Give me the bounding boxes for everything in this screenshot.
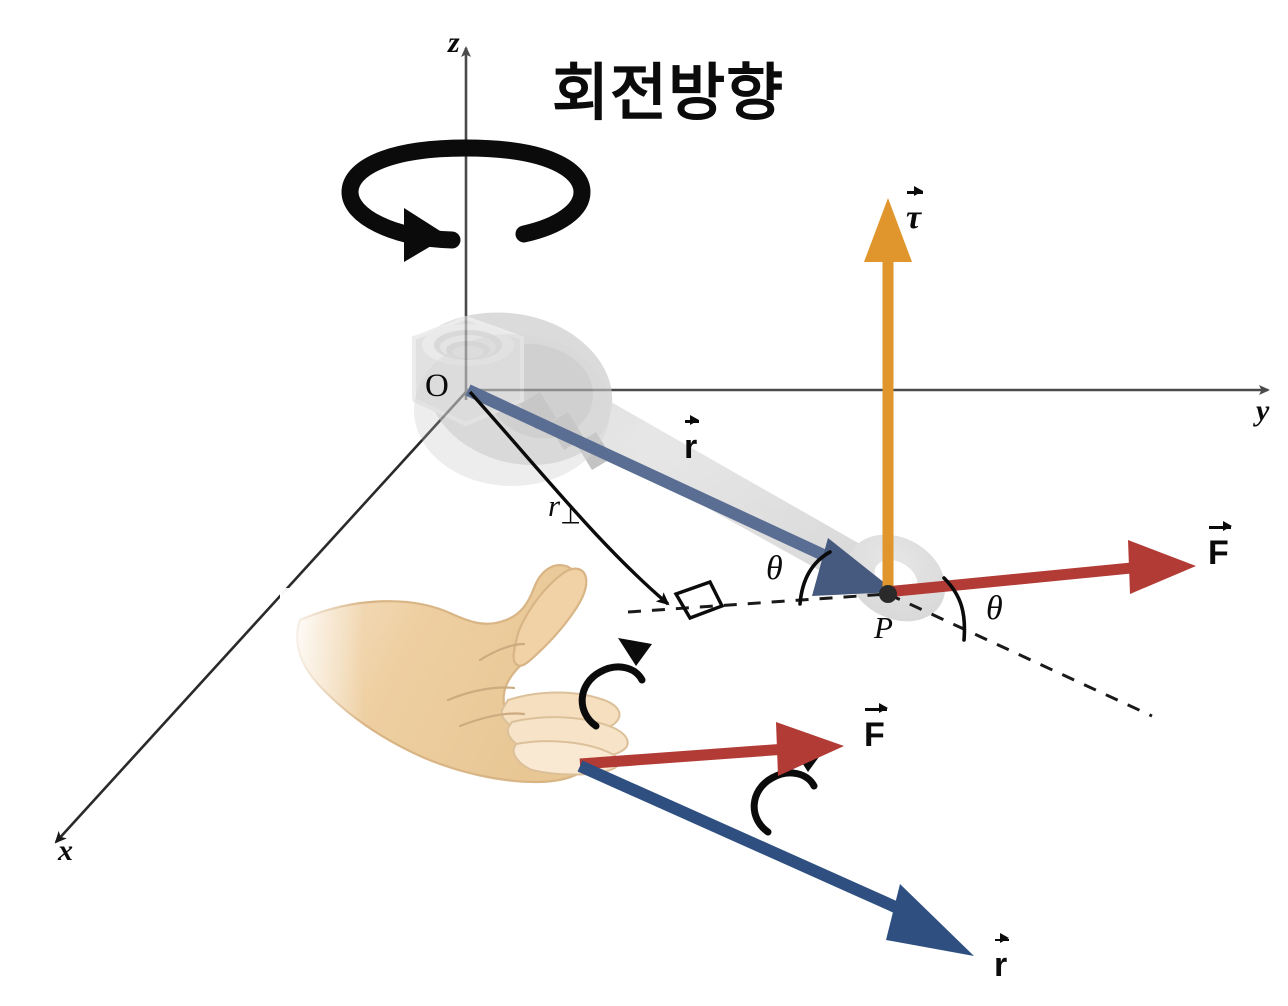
right-hand-illustration: [280, 564, 629, 788]
r-perpendicular-label: r⊥: [548, 490, 581, 529]
r-perp-symbol: r: [548, 488, 561, 523]
force-line-extension-dashed: [627, 592, 1153, 718]
force-symbol-lower: F: [864, 702, 888, 754]
position-symbol-upper: r: [684, 414, 700, 466]
theta-wrench-label: θ: [766, 550, 783, 587]
x-axis-label: x: [58, 834, 73, 867]
r-perpendicular-line: [468, 390, 725, 621]
torque-vector: [864, 198, 912, 592]
force-vector-upper: [885, 540, 1196, 598]
position-vector-upper: [465, 384, 896, 596]
torque-symbol: τ: [906, 185, 924, 236]
torque-vector-label: τ: [906, 185, 924, 236]
theta-angle-arcs: [798, 550, 967, 642]
force-symbol-upper: F: [1208, 520, 1232, 572]
x-axis-line: [54, 391, 467, 844]
force-vector-upper-label: F: [1208, 520, 1232, 572]
force-vector-lower-label: F: [864, 702, 888, 754]
position-vector-lower-label: r: [994, 932, 1010, 984]
theta-force-label: θ: [986, 590, 1003, 627]
r-perp-subscript: ⊥: [560, 503, 581, 530]
y-axis-label: y: [1256, 394, 1270, 427]
z-axis-label: z: [448, 26, 460, 59]
origin-label: O: [425, 368, 449, 404]
point-p-label: P: [874, 610, 893, 645]
force-vector-lower: [579, 722, 844, 776]
rotation-direction-label: 회전방향: [552, 56, 785, 129]
point-p-marker: [879, 585, 897, 603]
position-vector-upper-label: r: [684, 414, 700, 466]
rotation-arrow-icon: [341, 139, 591, 262]
position-vector-lower: [577, 760, 974, 956]
position-symbol-lower: r: [994, 932, 1010, 984]
